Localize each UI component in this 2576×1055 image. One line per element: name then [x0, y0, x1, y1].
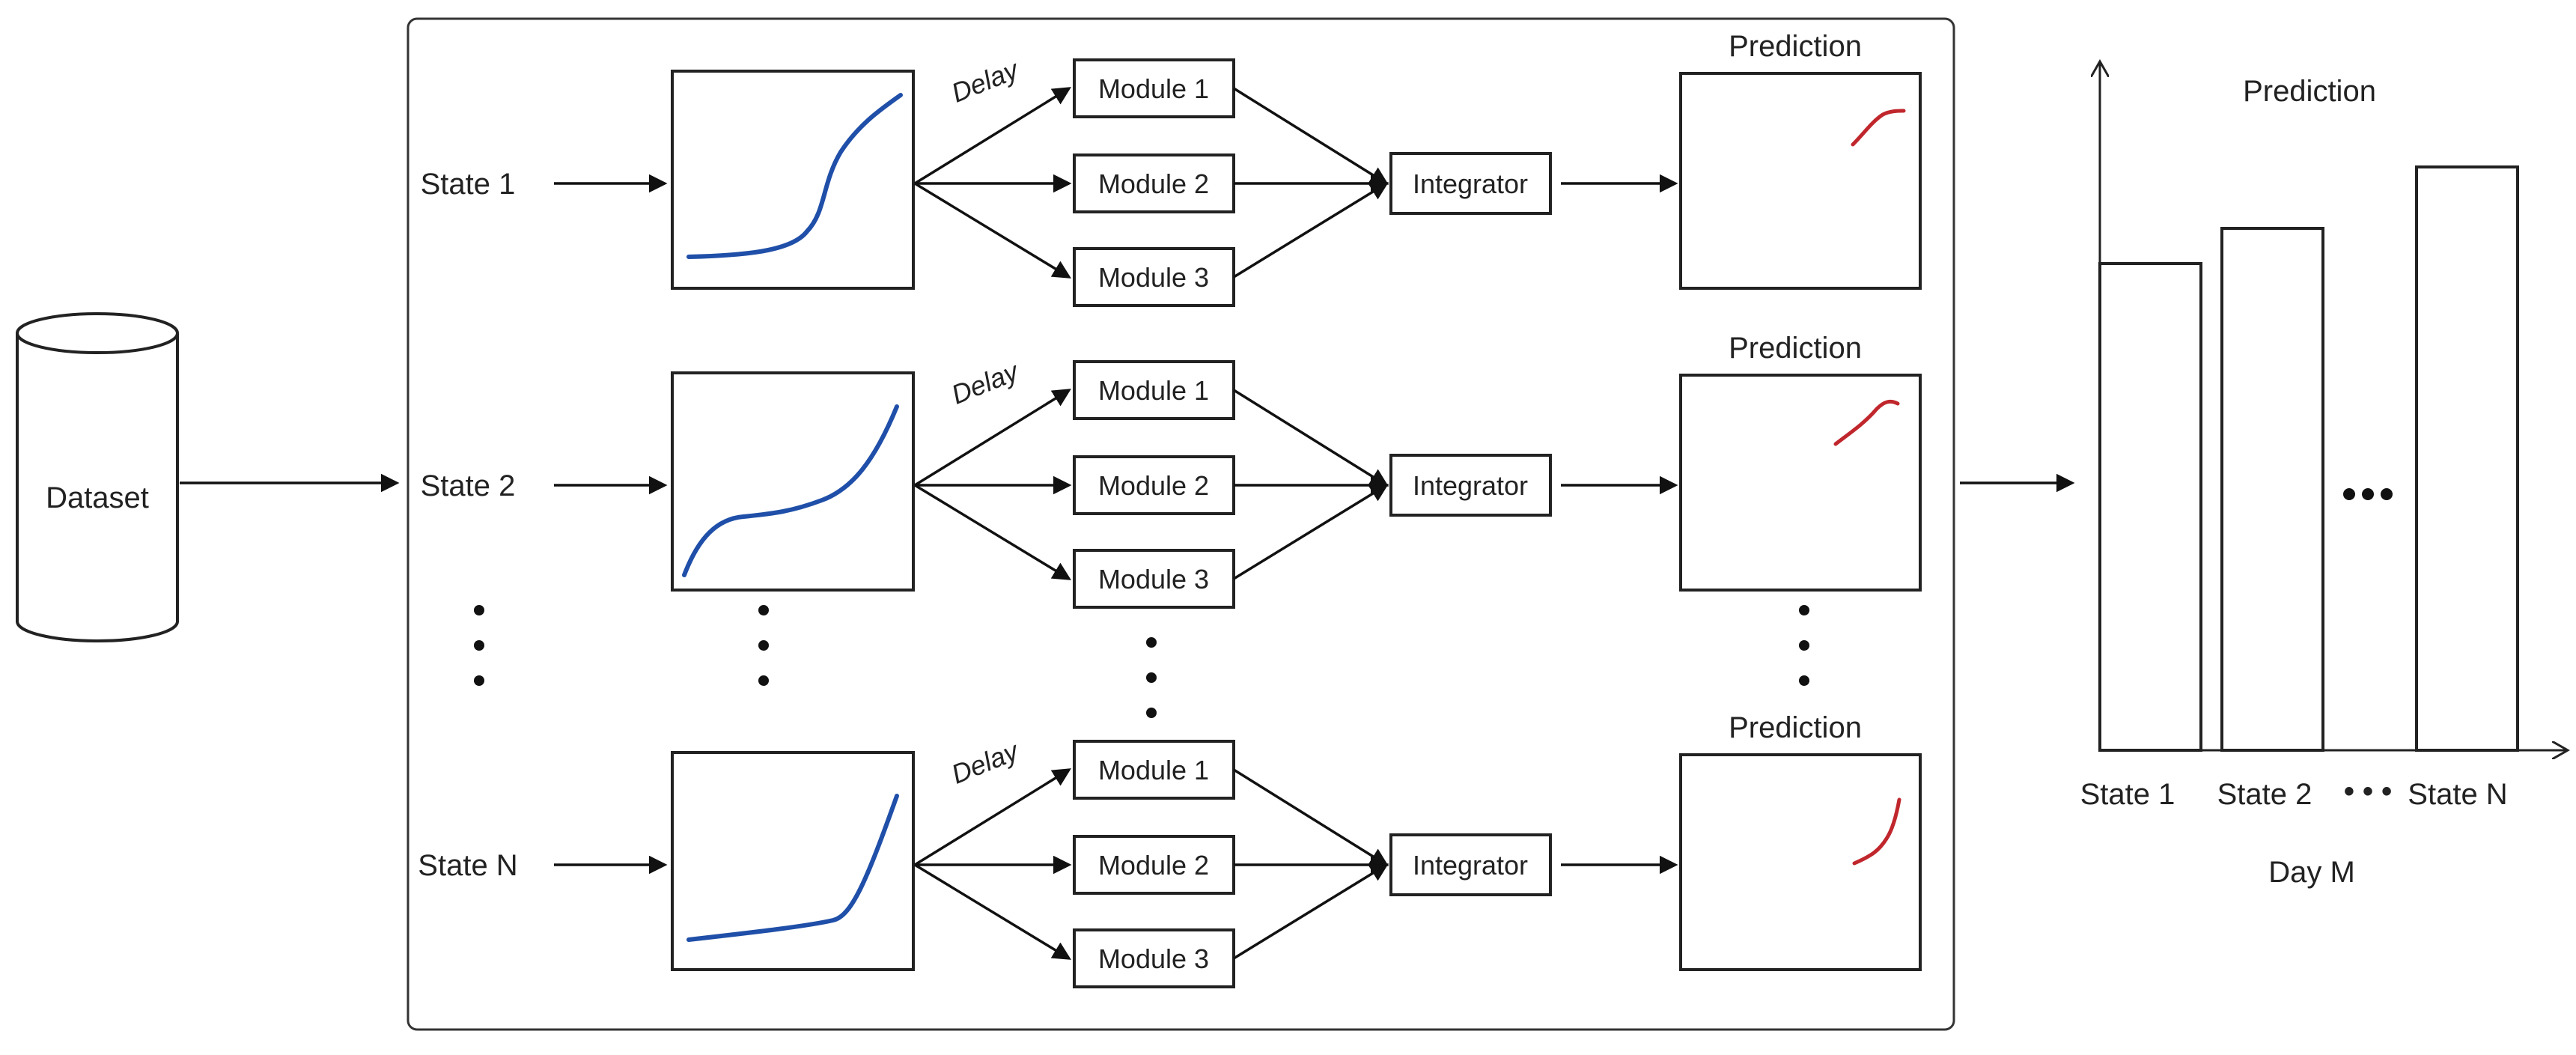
module-box	[1073, 58, 1235, 118]
fanout-arrow	[914, 768, 1071, 866]
prediction-plot	[1679, 753, 1922, 971]
vertical-ellipsis-group	[474, 605, 1809, 718]
fanout-arrow	[914, 87, 1071, 185]
x-tick-label-state-2: State 2	[2217, 778, 2312, 811]
prediction-curve	[1833, 399, 1900, 446]
module-box	[1073, 549, 1235, 609]
bar-state-1	[2098, 262, 2202, 752]
module-label: Module 2	[1098, 168, 1209, 199]
module-label: Module 2	[1098, 470, 1209, 501]
prediction-curve	[1851, 109, 1906, 147]
fanout-arrow	[914, 182, 1071, 279]
input-series-curve	[686, 794, 899, 942]
module-ellipsis-dots	[1146, 637, 1157, 718]
input-series-curve	[686, 93, 903, 259]
integrator-box	[1389, 833, 1552, 896]
module-label: Module 3	[1098, 262, 1209, 293]
fanout-arrow	[914, 389, 1071, 487]
prediction-ellipsis-dots	[1799, 605, 1809, 686]
fanin-arrow	[1233, 484, 1389, 580]
state-label: State N	[418, 849, 517, 882]
x-axis-label: Day M	[2268, 856, 2355, 889]
bar-ellipsis-dots	[2343, 488, 2393, 500]
module-label: Module 1	[1098, 755, 1209, 785]
input-plot-ellipsis-dots	[758, 605, 769, 686]
x-tick-label-state-1: State 1	[2080, 778, 2175, 811]
prediction-title: Prediction	[1729, 332, 1862, 365]
fanin-arrow	[1233, 863, 1389, 960]
bar-state-2	[2220, 227, 2324, 752]
input-series-plot	[671, 70, 915, 290]
state-label: State 2	[421, 469, 516, 502]
fanin-arrow	[1233, 87, 1389, 185]
module-label: Module 1	[1098, 375, 1209, 406]
input-series-plot	[671, 371, 915, 592]
dataset-label: Dataset	[46, 481, 149, 514]
prediction-plot	[1679, 374, 1922, 592]
module-box	[1073, 360, 1235, 420]
bar-state-n	[2415, 165, 2519, 752]
prediction-curve	[1852, 797, 1901, 866]
fanout-arrow	[914, 863, 1071, 960]
module-label: Module 3	[1098, 564, 1209, 595]
module-label: Module 1	[1098, 73, 1209, 104]
integrator-box	[1389, 454, 1552, 517]
x-tick-ellipsis: • • •	[2344, 775, 2392, 808]
integrator-label: Integrator	[1413, 470, 1528, 501]
fanin-arrow	[1233, 182, 1389, 279]
module-box	[1073, 928, 1235, 988]
state-label: State 1	[421, 168, 516, 201]
module-label: Module 2	[1098, 850, 1209, 881]
dataset-cylinder: Dataset	[16, 312, 179, 642]
module-box	[1073, 153, 1235, 213]
x-tick-label-state-n: State N	[2408, 778, 2507, 811]
integrator-box	[1389, 152, 1552, 215]
fanout-arrow	[914, 484, 1071, 580]
state-ellipsis-dots	[474, 605, 484, 686]
integrator-label: Integrator	[1413, 168, 1528, 199]
module-label: Module 3	[1098, 943, 1209, 974]
module-box	[1073, 835, 1235, 895]
fanin-arrow	[1233, 389, 1389, 487]
prediction-title: Prediction	[1729, 30, 1862, 63]
input-series-curve	[682, 404, 899, 577]
cylinder-top	[16, 312, 179, 354]
output-bar-chart: Prediction State 1 State 2 • • • State N…	[2080, 61, 2568, 889]
prediction-plot	[1679, 72, 1922, 290]
prediction-title: Prediction	[1729, 711, 1862, 744]
integrator-label: Integrator	[1413, 850, 1528, 881]
cylinder-body	[16, 333, 179, 642]
output-chart-title: Prediction	[2243, 75, 2376, 108]
fanin-arrow	[1233, 768, 1389, 866]
